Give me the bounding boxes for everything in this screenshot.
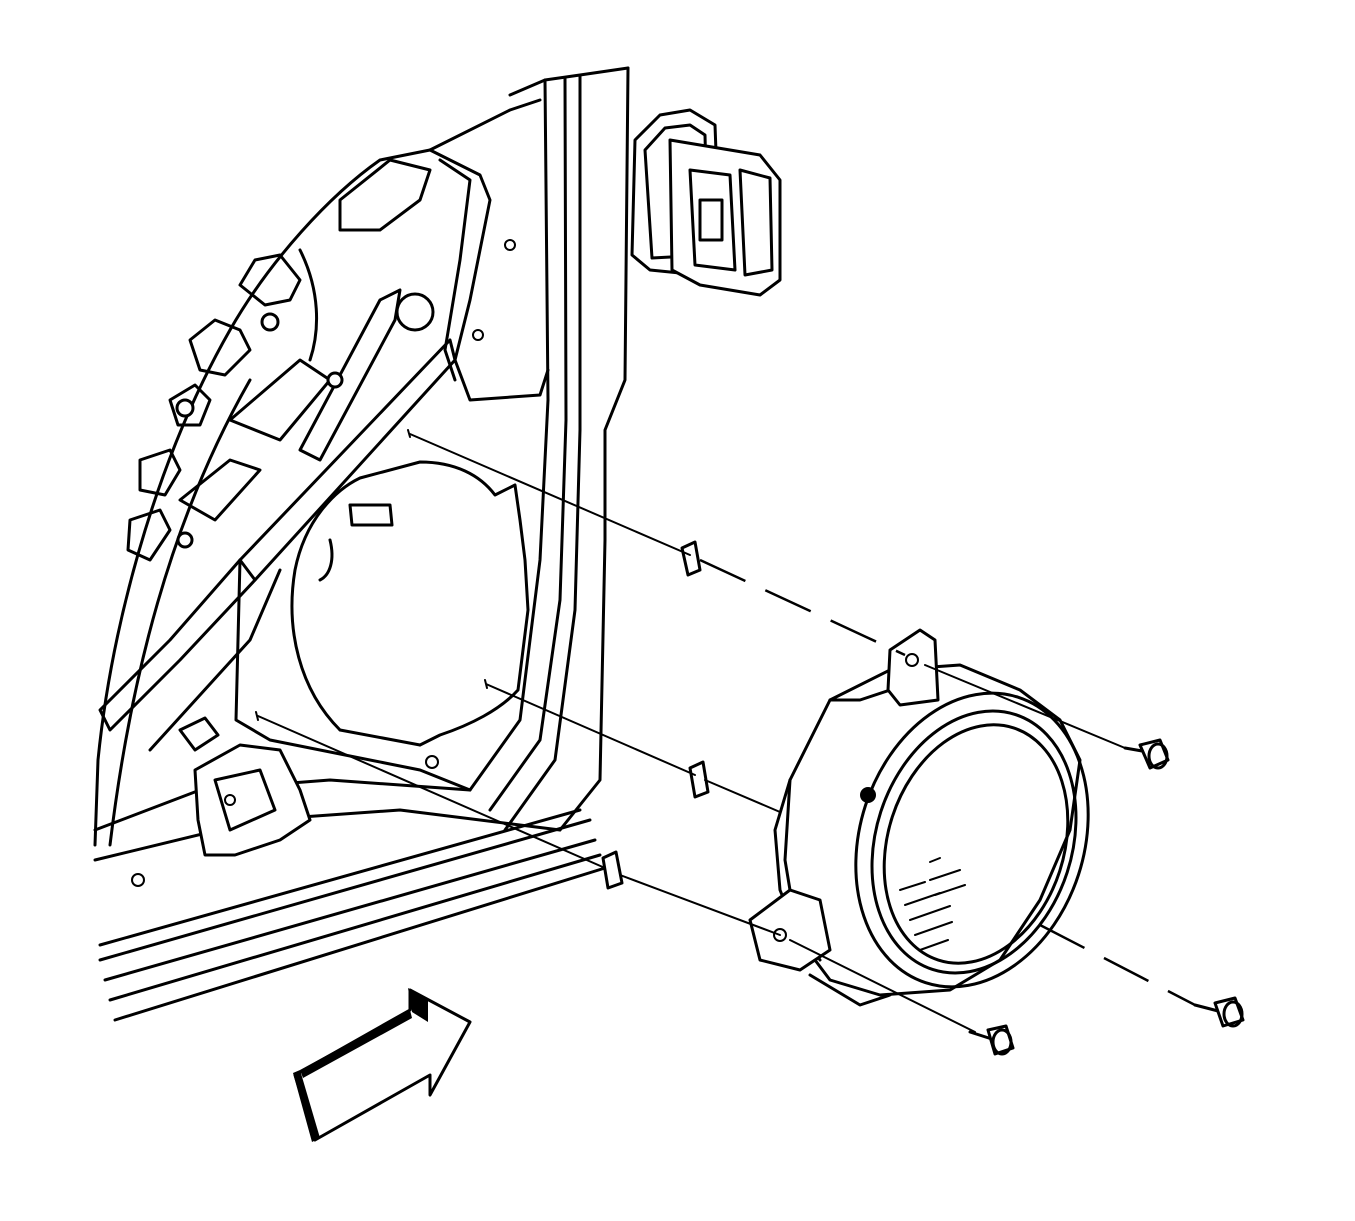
speaker-label-marks (899, 857, 966, 951)
speaker-opening (290, 460, 530, 747)
door-inner-panel (93, 66, 630, 1022)
window-regulator (126, 248, 394, 582)
speaker (748, 628, 1090, 1007)
mirror-connector (630, 108, 782, 297)
screw-right (1193, 996, 1245, 1028)
screw-lower (968, 1024, 1015, 1056)
alignment-lines (255, 429, 1196, 1033)
screw-upper (1123, 738, 1170, 770)
view-arrow (293, 988, 472, 1142)
speaker-screw (968, 738, 1245, 1056)
speaker-clip (601, 540, 710, 890)
